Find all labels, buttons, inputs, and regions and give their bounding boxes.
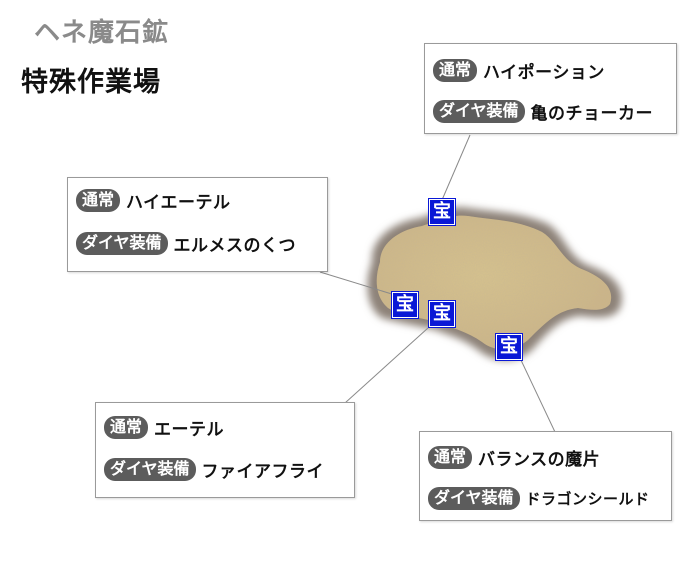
room-title: 特殊作業場 xyxy=(21,67,161,98)
diamond-label: ダイヤ装備 xyxy=(104,458,196,481)
diamond-item: 亀のチョーカー xyxy=(530,104,654,124)
diamond-label: ダイヤ装備 xyxy=(76,232,168,255)
normal-label: 通常 xyxy=(76,189,121,212)
chest-4-callout: 通常 バランスの魔片 ダイヤ装備 ドラゴンシールド xyxy=(419,431,672,521)
area-title: ヘネ魔石鉱 xyxy=(34,18,170,48)
cave-floor xyxy=(376,215,612,350)
normal-label: 通常 xyxy=(433,59,478,82)
chest-2-callout: 通常 ハイエーテル ダイヤ装備 エルメスのくつ xyxy=(67,177,328,272)
leader-line-4 xyxy=(519,357,556,433)
normal-label: 通常 xyxy=(104,416,149,439)
treasure-chest-3-icon[interactable]: 宝 xyxy=(429,301,455,327)
leader-line-2 xyxy=(319,271,396,296)
normal-item: エーテル xyxy=(154,420,225,440)
diamond-item: エルメスのくつ xyxy=(173,236,297,256)
chest-1-callout: 通常 ハイポーション ダイヤ装備 亀のチョーカー xyxy=(424,43,677,134)
treasure-chest-1-icon[interactable]: 宝 xyxy=(429,199,455,225)
diamond-item: ドラゴンシールド xyxy=(525,490,650,508)
normal-item: ハイポーション xyxy=(483,63,605,83)
treasure-chest-4-icon[interactable]: 宝 xyxy=(496,334,522,360)
normal-item: ハイエーテル xyxy=(126,193,231,213)
leader-line-1 xyxy=(441,134,471,201)
normal-item: バランスの魔片 xyxy=(478,450,601,470)
diamond-label: ダイヤ装備 xyxy=(433,100,525,123)
chest-3-callout: 通常 エーテル ダイヤ装備 ファイアフライ xyxy=(95,402,355,498)
diamond-item: ファイアフライ xyxy=(201,462,325,482)
leader-line-3 xyxy=(344,327,429,404)
normal-label: 通常 xyxy=(428,446,473,469)
diamond-label: ダイヤ装備 xyxy=(428,487,520,510)
treasure-chest-2-icon[interactable]: 宝 xyxy=(392,292,418,318)
